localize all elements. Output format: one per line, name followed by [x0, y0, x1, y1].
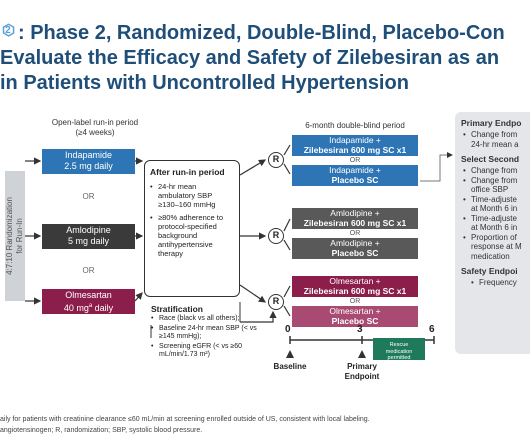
endpoint-item-cont: response at M — [471, 242, 522, 251]
randomization-circle: R — [268, 152, 284, 168]
safety-endpoint-title: Safety Endpoi — [461, 266, 518, 276]
arm-line1: Olmesartan + — [329, 306, 381, 316]
endpoints-panel: Primary Endpo Change from 24-hr mean a S… — [455, 112, 530, 354]
endpoint-item-text: 24-hr mean a — [471, 139, 519, 149]
runin-arm-olmesartan: Olmesartan 40 mga daily — [42, 289, 135, 314]
after-runin-box: After run-in period 24-hr mean ambulator… — [144, 160, 240, 297]
primary-endpoint-title: Primary Endpo — [461, 118, 522, 128]
endpoint-item: Proportion of — [461, 233, 529, 243]
endpoint-item-cont: medication — [471, 251, 510, 261]
or-label: OR — [82, 192, 95, 201]
randomization-circle: R — [268, 294, 284, 310]
randomization-bar — [5, 171, 25, 301]
runin-header: Open-label run-in period (≥4 weeks) — [35, 118, 155, 138]
arm-amlodipine-placebo: Amlodipine + Placebo SC — [292, 238, 418, 259]
endpoint-item: Change from — [461, 166, 529, 176]
arm-indapamide-zilebesiran: Indapamide + Zilebesiran 600 mg SC x1 — [292, 135, 418, 156]
dose-suffix: daily — [92, 303, 114, 313]
primary-endpoint-label: Primary Endpoint — [342, 362, 382, 382]
or-label: OR — [349, 157, 361, 164]
arm-indapamide-placebo: Indapamide + Placebo SC — [292, 165, 418, 186]
runin-arm-drug: Olmesartan — [65, 290, 112, 300]
arm-line2: Zilebesiran 600 mg SC x1 — [303, 218, 407, 228]
arm-line1: Olmesartan + — [329, 276, 381, 286]
after-runin-title: After run-in period — [150, 167, 225, 177]
baseline-label: Baseline — [273, 362, 307, 371]
arm-line1: Amlodipine + — [330, 238, 380, 248]
rescue-line3: permitted — [387, 355, 411, 361]
timeline-tick-0: 0 — [285, 324, 291, 335]
runin-arm-dose: 40 mga daily — [42, 301, 135, 314]
rescue-line2: medication — [385, 348, 413, 355]
or-label: OR — [349, 298, 361, 305]
title-line-3: in Patients with Uncontrolled Hypertensi… — [0, 72, 409, 94]
title-line-2: Evaluate the Efficacy and Safety of Zile… — [0, 47, 500, 69]
endpoint-item-cont: 24-hr mean a — [461, 140, 529, 150]
after-runin-item: ≥80% adherence to protocol-specified bac… — [150, 213, 234, 258]
rescue-medication-badge: Rescue medication permitted — [373, 338, 425, 361]
or-label: OR — [82, 266, 95, 275]
runin-arm-indapamide: Indapamide 2.5 mg daily — [42, 149, 135, 174]
endpoint-item: Change from — [461, 130, 529, 140]
stratification-item: Race (black vs all others); — [151, 315, 271, 324]
timeline-tick-6: 6 — [429, 324, 435, 335]
or-label: OR — [349, 230, 361, 237]
secondary-endpoint-title: Select Second — [461, 154, 520, 164]
dose-value: 40 mg — [63, 303, 89, 313]
arm-line2: Placebo SC — [331, 248, 379, 258]
primary-endpoint-list: Change from 24-hr mean a — [461, 130, 529, 149]
primary-endpoint-line1: Primary — [347, 362, 377, 371]
timeline-tick-3: 3 — [357, 324, 363, 335]
runin-arm-dose: 5 mg daily — [67, 236, 110, 246]
dose-footnote-marker: a — [88, 303, 93, 309]
logo-icon: ⬡2 — [2, 22, 16, 39]
after-runin-list: 24-hr mean ambulatory SBP ≥130–160 mmHg … — [150, 182, 234, 258]
logo-digit: 2 — [5, 25, 11, 36]
runin-arm-drug: Amlodipine — [66, 225, 111, 235]
footnote-line1: aily for patients with creatinine cleara… — [0, 416, 370, 423]
arm-amlodipine-zilebesiran: Amlodipine + Zilebesiran 600 mg SC x1 — [292, 208, 418, 229]
footnote-line2: angiotensinogen; R, randomization; SBP, … — [0, 427, 203, 434]
endpoint-item: Frequency — [461, 278, 529, 288]
secondary-endpoint-list: Change from Change from office SBP Time-… — [461, 166, 529, 261]
endpoint-item-cont: office SBP — [471, 185, 509, 194]
randomization-circle: R — [268, 228, 284, 244]
runin-header-line2: (≥4 weeks) — [75, 128, 115, 137]
endpoint-item: Change from — [461, 176, 529, 186]
safety-endpoint-list: Frequency — [461, 278, 529, 288]
endpoint-item: Time-adjuste — [461, 195, 529, 205]
arm-line2: Zilebesiran 600 mg SC x1 — [303, 145, 407, 155]
stratification-list: Race (black vs all others); Baseline 24-… — [151, 315, 271, 361]
arm-line2: Placebo SC — [331, 316, 379, 326]
stratification-item: Baseline 24-hr mean SBP (< vs ≥145 mmHg)… — [151, 325, 271, 342]
runin-arm-amlodipine: Amlodipine 5 mg daily — [42, 224, 135, 249]
arm-line1: Indapamide + — [329, 135, 381, 145]
rescue-line1: Rescue — [389, 342, 409, 348]
stratification-title: Stratification — [151, 304, 203, 314]
arm-line1: Amlodipine + — [330, 208, 380, 218]
runin-arm-drug: Indapamide — [64, 150, 113, 160]
endpoint-item-cont: at Month 6 in — [471, 204, 518, 213]
runin-arm-dose: 2.5 mg daily — [64, 161, 113, 171]
runin-header-line1: Open-label run-in period — [51, 118, 139, 127]
stratification-item: Screening eGFR (< vs ≥60 mL/min/1.73 m²) — [151, 343, 271, 360]
endpoint-item-cont: at Month 6 in — [471, 223, 518, 232]
doubleblind-header: 6-month double-blind period — [305, 121, 405, 130]
arm-line2: Placebo SC — [331, 175, 379, 185]
arm-line1: Indapamide + — [329, 165, 381, 175]
after-runin-item: 24-hr mean ambulatory SBP ≥130–160 mmHg — [150, 182, 234, 209]
endpoint-item: Time-adjuste — [461, 214, 529, 224]
arm-line2: Zilebesiran 600 mg SC x1 — [303, 286, 407, 296]
arm-olmesartan-zilebesiran: Olmesartan + Zilebesiran 600 mg SC x1 — [292, 276, 418, 297]
arm-olmesartan-placebo: Olmesartan + Placebo SC — [292, 306, 418, 327]
title-line-1: : Phase 2, Randomized, Double-Blind, Pla… — [18, 22, 505, 44]
primary-endpoint-line2: Endpoint — [344, 372, 380, 381]
